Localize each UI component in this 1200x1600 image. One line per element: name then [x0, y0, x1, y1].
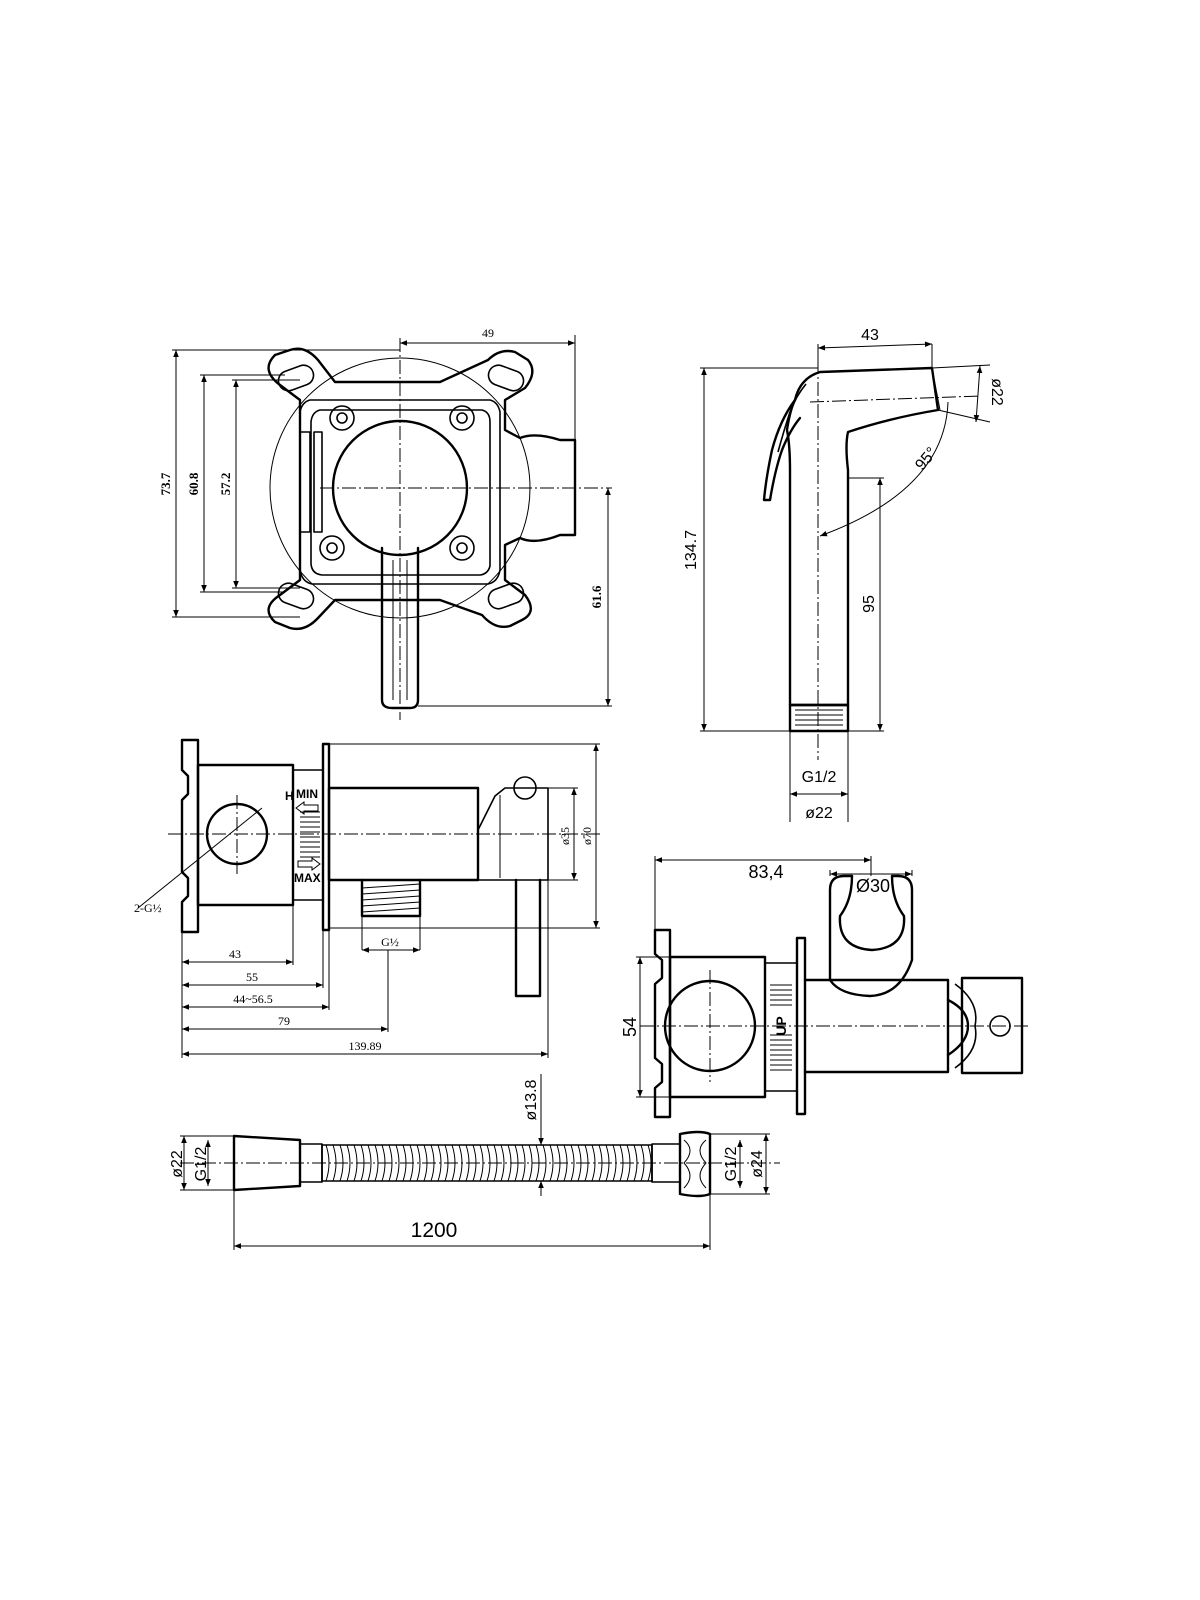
dim-hose-d24: ø24: [749, 1150, 766, 1178]
hose-rib: [325, 1144, 330, 1182]
spray-head-body: [785, 366, 940, 707]
marker-max: MAX: [294, 871, 321, 885]
side-flange: [180, 738, 200, 934]
mounting-bracket: [267, 347, 577, 631]
dim-spray-g12: G1/2: [802, 769, 837, 786]
holder-view: UP 83,4 Ø30 54: [620, 856, 1030, 1119]
marker-hot: H: [285, 789, 294, 803]
hose-rib: [521, 1144, 526, 1182]
dim-outlet-g12: G½: [381, 935, 399, 949]
holder-cover-plate: [795, 936, 807, 1116]
dim-spray-134-7: 134.7: [683, 530, 700, 570]
hose-rib: [528, 1144, 533, 1182]
screw-boss: [449, 535, 475, 561]
hose-rib: [549, 1144, 554, 1182]
side-rail: [299, 431, 311, 533]
bracket-inner-2: [310, 409, 491, 576]
lever: [380, 546, 420, 710]
screw-boss: [449, 405, 475, 431]
side-body: [196, 763, 295, 907]
hose-rib: [395, 1144, 400, 1182]
holder-cap: [946, 998, 970, 1057]
dim-len-44-56: 44~56.5: [233, 992, 273, 1006]
holder-hook: [828, 874, 914, 998]
dim-60-8: 60.8: [186, 472, 201, 495]
label-thread-2g12: 2-G½: [134, 901, 162, 915]
hose-rib: [416, 1144, 421, 1182]
dim-len-55: 55: [246, 970, 258, 984]
spray-thread: [788, 703, 850, 733]
dim-hose-1200: 1200: [411, 1219, 458, 1242]
holder-body: [668, 955, 767, 1099]
bracket-inner: [299, 399, 501, 585]
holder-flange: [653, 928, 672, 1119]
dim-hose-d22: ø22: [169, 1150, 186, 1178]
screw-hole: [336, 412, 348, 424]
holder-end-hole: [989, 1015, 1011, 1037]
dim-spray-d22-bottom: ø22: [805, 805, 833, 822]
dim-49: 49: [482, 326, 494, 340]
hose-rib: [570, 1144, 575, 1182]
slot-hole: [487, 364, 525, 392]
side-outlet-threads: [361, 883, 421, 913]
dim-len-43: 43: [229, 947, 241, 961]
dim-d30: Ø30: [856, 876, 890, 896]
dim-hose-d13-8: ø13.8: [523, 1079, 540, 1120]
hose-rib: [346, 1144, 351, 1182]
hose-rib: [479, 1144, 484, 1182]
dim-hose-g12-left: G1/2: [193, 1147, 210, 1182]
dim-spray-43: 43: [861, 327, 879, 344]
holder-pipe: [803, 978, 950, 1074]
front-view: 49 73.7 60.8 57.2 61.6: [158, 326, 612, 720]
side-handle-pin: [513, 776, 537, 800]
side-ribs: [300, 811, 320, 858]
dim-d70: ø70: [580, 827, 594, 845]
hose-left-fitting: [232, 1134, 302, 1192]
screw-hole: [456, 412, 468, 424]
dim-hose-g12-right: G1/2: [723, 1147, 740, 1182]
arrow-left-icon: [295, 801, 319, 815]
screw-hole: [326, 542, 338, 554]
side-view: H MIN MAX 2-G½ ø35: [134, 738, 600, 1058]
dim-len-79: 79: [278, 1014, 290, 1028]
dim-83-4: 83,4: [748, 862, 783, 882]
dim-57-2: 57.2: [218, 473, 233, 496]
dim-73-7: 73.7: [158, 472, 173, 495]
hose-rib: [500, 1144, 505, 1182]
slot-hole: [277, 582, 315, 610]
dim-spray-d22-top: ø22: [988, 378, 1005, 406]
dim-d35: ø35: [558, 827, 572, 845]
hose-rib: [367, 1144, 372, 1182]
dim-61-6: 61.6: [589, 585, 604, 608]
hose-view: ø22 G1/2 ø13.8 G1/2 ø24 1200: [169, 1074, 780, 1250]
arrow-right-icon: [297, 857, 321, 871]
holder-end: [960, 976, 1024, 1075]
side-handle-cap: [477, 787, 549, 881]
side-rail-2: [313, 431, 323, 533]
hose-rib: [374, 1144, 379, 1182]
marker-min: MIN: [296, 787, 318, 801]
spray-trigger: [762, 398, 802, 502]
side-lever: [514, 878, 542, 998]
dim-spray-95: 95: [861, 595, 878, 613]
screw-boss: [329, 405, 355, 431]
screw-hole: [456, 542, 468, 554]
spray-head-view: 43 ø22 95° 134.7 95 G1/2 ø22: [683, 327, 1005, 822]
hose-rib: [633, 1144, 638, 1182]
side-outlet: [360, 878, 422, 918]
dim-len-139-89: 139.89: [349, 1039, 382, 1053]
slot-hole: [277, 364, 315, 392]
holder-ribs: [770, 984, 792, 1071]
slot-hole: [487, 582, 525, 610]
screw-boss: [319, 535, 345, 561]
dim-54: 54: [620, 1017, 640, 1037]
